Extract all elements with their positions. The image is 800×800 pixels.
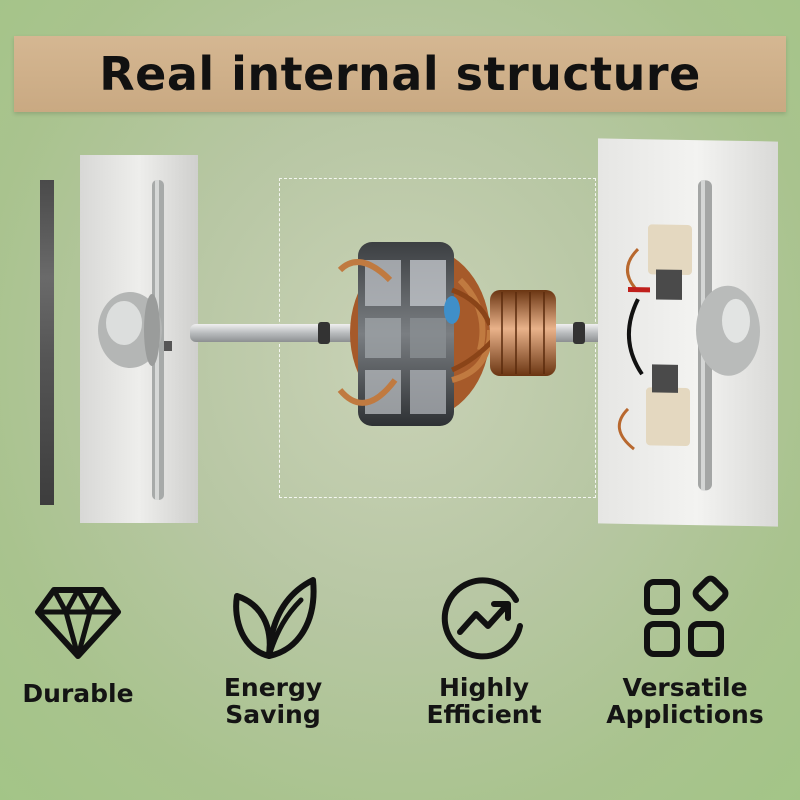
feature-energy-saving: Energy Saving xyxy=(178,570,368,728)
feature-label-durable: Durable xyxy=(0,680,173,707)
feature-label-line: Efficient xyxy=(426,700,542,729)
feature-label-line: Energy xyxy=(223,673,323,702)
side-strip-image xyxy=(40,180,54,505)
left-end-cap-image xyxy=(80,155,198,523)
feature-highly-efficient: Highly Efficient xyxy=(389,570,579,728)
feature-label-line: Highly xyxy=(438,673,530,702)
apps-grid-icon xyxy=(644,575,729,657)
page-title: Real internal structure xyxy=(99,47,701,101)
feature-row: Durable Energy Saving Highly Efficient xyxy=(0,570,800,770)
feature-versatile-applications: Versatile Applictions xyxy=(590,570,780,728)
right-end-cap-image xyxy=(598,138,778,527)
feature-label-energy: Energy Saving xyxy=(178,674,368,728)
armature-rotor-image xyxy=(190,242,630,426)
feature-label-versatile: Versatile Applictions xyxy=(590,674,780,728)
feature-label-efficient: Highly Efficient xyxy=(389,674,579,728)
title-banner: Real internal structure xyxy=(14,36,786,112)
feature-durable: Durable xyxy=(0,570,173,707)
growth-chart-icon xyxy=(441,577,523,660)
leaf-icon xyxy=(233,577,317,659)
feature-label-line: Durable xyxy=(22,679,134,708)
feature-label-line: Versatile xyxy=(622,673,748,702)
feature-label-line: Saving xyxy=(225,700,321,729)
feature-label-line: Applictions xyxy=(606,700,764,729)
diamond-icon xyxy=(35,587,121,659)
